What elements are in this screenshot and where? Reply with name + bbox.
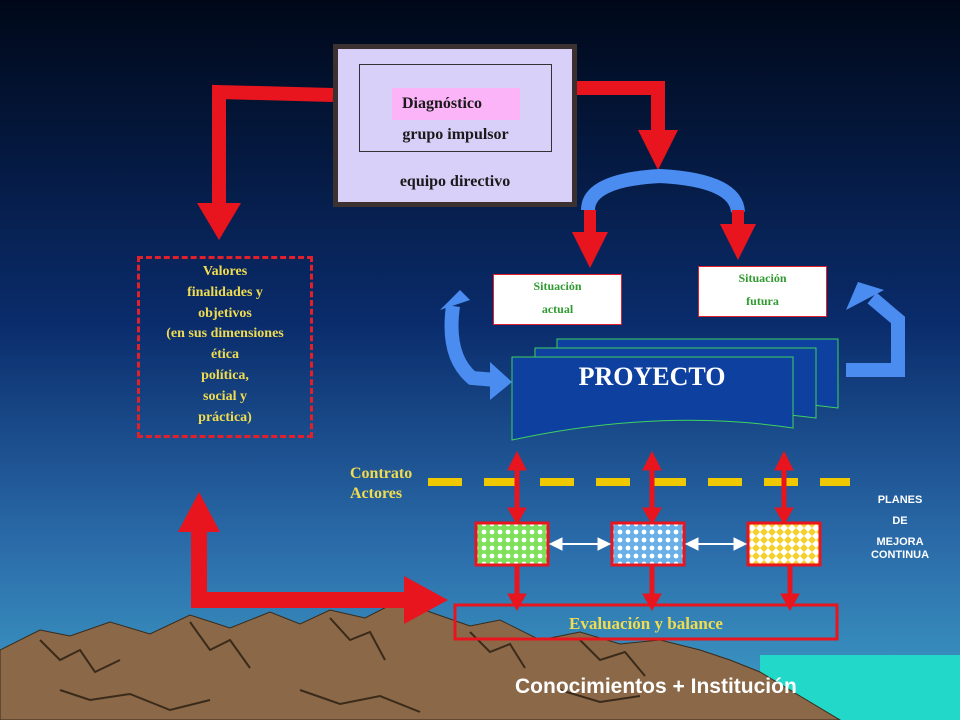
situacion-actual-line2: actual [541, 302, 574, 316]
conocimientos-institucion-label: Conocimientos + Institución [515, 675, 797, 698]
valores-line: ética [211, 347, 239, 363]
planes-line: MEJORA [876, 536, 924, 548]
situacion-futura-line2: futura [746, 294, 779, 308]
equipo-directivo-label: equipo directivo [399, 173, 511, 190]
valores-line: política, [201, 367, 249, 383]
planes-mejora-label: PLANES DE MEJORA CONTINUA [860, 490, 940, 562]
valores-line: práctica) [198, 409, 252, 425]
valores-text: Valores finalidades y objetivos (en sus … [137, 262, 313, 428]
valores-line: Valores [202, 264, 248, 279]
contrato-line2: Actores [350, 485, 403, 502]
situacion-actual-line1: Situación [533, 279, 582, 293]
valores-line: finalidades y [187, 284, 263, 300]
grupo-impulsor-label: grupo impulsor [402, 126, 509, 143]
situacion-actual-box: Situación actual [493, 274, 622, 325]
planes-line: CONTINUA [870, 549, 930, 561]
planes-line: DE [892, 515, 908, 527]
proyecto-label: PROYECTO [578, 362, 726, 391]
situacion-futura-box: Situación futura [698, 266, 827, 317]
valores-box [137, 256, 313, 438]
equipo-directivo-box [333, 44, 577, 207]
contrato-actores-label: Contrato Actores [350, 464, 412, 504]
diagnostico-label: Diagnóstico [392, 88, 520, 120]
situacion-futura-line1: Situación [738, 271, 787, 285]
valores-line: objetivos [198, 305, 252, 321]
evaluacion-balance-label: Evaluación y balance [569, 614, 723, 633]
grupo-impulsor-box [359, 64, 552, 152]
contrato-line1: Contrato [350, 465, 413, 482]
planes-line: PLANES [877, 494, 923, 506]
valores-line: (en sus dimensiones [166, 326, 284, 342]
valores-line: social y [203, 388, 247, 404]
